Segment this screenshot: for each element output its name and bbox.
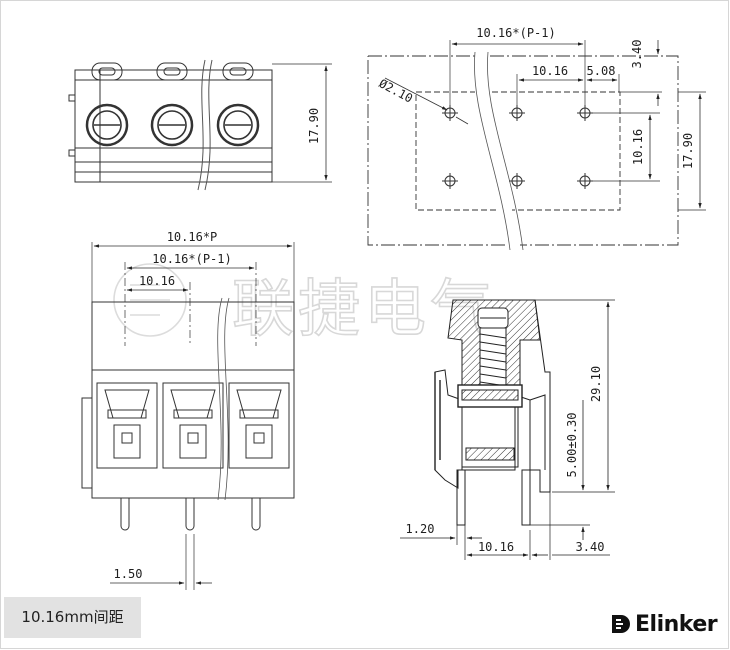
footprint-body-depth-dim: 17.90 — [681, 133, 695, 169]
pitch-label: 10.16mm间距 — [4, 597, 141, 638]
footprint-view — [367, 40, 706, 251]
top-view-height-dim: 17.90 — [307, 108, 321, 144]
top-view-screws — [85, 103, 260, 147]
front-pitch-span-dim: 10.16*(P-1) — [152, 252, 231, 266]
watermark-logo-icon — [113, 263, 187, 337]
footprint-pitch-span-dim: 10.16*(P-1) — [476, 26, 555, 40]
front-view — [81, 242, 295, 590]
front-total-length-dim: 10.16*P — [167, 230, 218, 244]
footprint-row-spacing-dim: 10.16 — [631, 129, 645, 165]
top-view-wire-entries — [91, 62, 254, 81]
brand-name: Elinker — [635, 611, 718, 637]
side-height-dim: 29.10 — [589, 366, 603, 402]
footprint-holes — [442, 105, 593, 189]
front-pin-width-dim: 1.50 — [114, 567, 143, 581]
side-pin-length-dim: 5.00±0.30 — [565, 412, 579, 477]
footprint-hole-diameter-dim: Ø2.10 — [377, 76, 415, 105]
footprint-offset-dim: 5.08 — [587, 64, 616, 78]
side-pin-thickness-dim: 1.20 — [406, 522, 435, 536]
front-view-pins — [120, 498, 261, 531]
top-view — [68, 59, 332, 191]
brand-logo: Elinker — [610, 610, 718, 638]
elinker-logo-icon — [612, 615, 630, 633]
side-row-spacing-dim: 10.16 — [478, 540, 514, 554]
side-section-view — [400, 299, 615, 560]
footprint-pitch-dim: 10.16 — [532, 64, 568, 78]
front-pitch-dim: 10.16 — [139, 274, 175, 288]
side-edge-dim: 3.40 — [576, 540, 605, 554]
footprint-edge-dim: 3.40 — [630, 40, 644, 69]
front-view-wire-cavities — [96, 382, 290, 469]
